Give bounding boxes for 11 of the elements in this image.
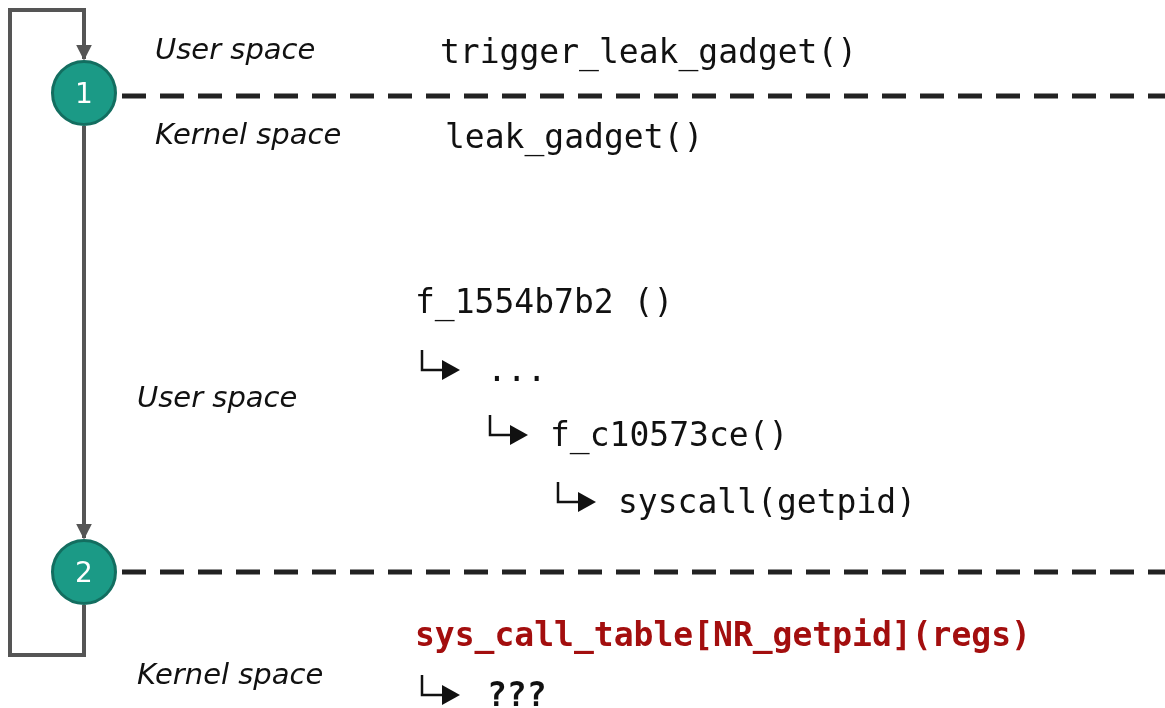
space-label: User space [155, 35, 316, 64]
space-label: Kernel space [155, 120, 342, 149]
space-label: User space [137, 383, 298, 412]
function-call: syscall(getpid) [618, 485, 916, 518]
space-label: Kernel space [137, 660, 324, 689]
step-circle: 2 [51, 539, 117, 605]
unknown-target: ??? [487, 678, 547, 708]
arrow [8, 8, 92, 657]
step-circle: 1 [51, 60, 117, 126]
arrow [76, 126, 92, 540]
ellipsis-text: ... [487, 353, 547, 386]
